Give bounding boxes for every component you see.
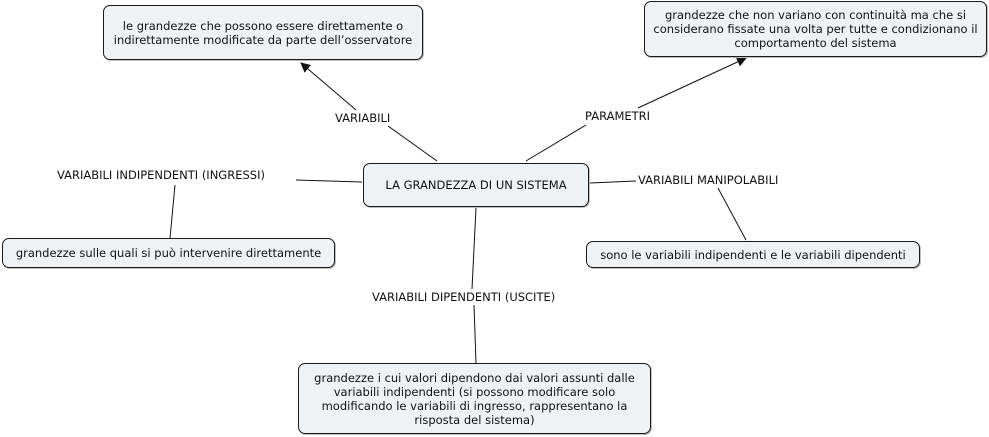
- link-label-parametri[interactable]: PARAMETRI: [583, 109, 653, 123]
- link-label-variabili[interactable]: VARIABILI: [333, 111, 393, 125]
- arrow-parametri-definition: [637, 57, 747, 109]
- line-center-manipolabili: [589, 180, 637, 184]
- link-label-indipendenti[interactable]: VARIABILI INDIPENDENTI (INGRESSI): [55, 168, 267, 182]
- line-center-indipendenti: [295, 179, 363, 183]
- node-manipolabili-definition[interactable]: sono le variabili indipendenti e le vari…: [586, 241, 920, 268]
- link-label-manipolabili[interactable]: VARIABILI MANIPOLABILI: [636, 173, 781, 187]
- line-center-dipendenti: [471, 207, 477, 290]
- node-indipendenti-definition-text: grandezze sulle quali si può intervenire…: [15, 246, 322, 260]
- link-label-dipendenti[interactable]: VARIABILI DIPENDENTI (USCITE): [370, 290, 558, 304]
- node-parametri-definition-text: grandezze che non variano con continuità…: [653, 8, 978, 50]
- arrow-variabili-definition: [300, 62, 357, 111]
- node-dipendenti-definition-text: grandezze i cui valori dipendono dai val…: [314, 370, 635, 427]
- line-dipendenti-definition: [473, 304, 477, 364]
- line-manipolabili-definition: [717, 187, 747, 241]
- line-center-variabili: [387, 125, 438, 162]
- node-parametri-definition[interactable]: grandezze che non variano con continuità…: [644, 1, 987, 57]
- line-indipendenti-definition: [169, 184, 176, 239]
- node-center-topic-text: LA GRANDEZZA DI UN SISTEMA: [385, 178, 567, 192]
- node-manipolabili-definition-text: sono le variabili indipendenti e le vari…: [600, 247, 906, 262]
- node-variabili-definition-text: le grandezze che possono essere direttam…: [113, 18, 413, 47]
- node-dipendenti-definition[interactable]: grandezze i cui valori dipendono dai val…: [298, 363, 651, 434]
- node-center-topic[interactable]: LA GRANDEZZA DI UN SISTEMA: [363, 163, 589, 207]
- node-indipendenti-definition[interactable]: grandezze sulle quali si può intervenire…: [2, 238, 335, 268]
- line-center-parametri: [525, 124, 587, 162]
- node-variabili-definition[interactable]: le grandezze che possono essere direttam…: [103, 5, 423, 60]
